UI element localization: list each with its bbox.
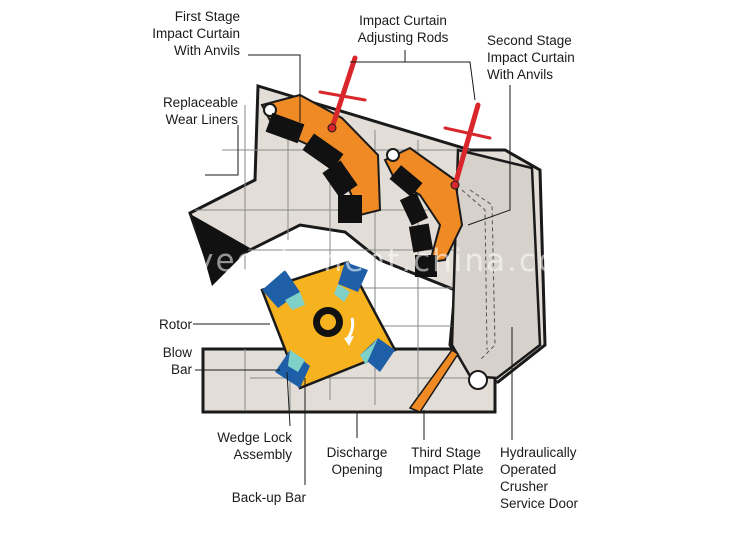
impact-curtain-adjusting-rods [318, 55, 492, 190]
label-second-stage-curtain: Second Stage Impact Curtain With Anvils [487, 33, 575, 82]
blow-bar [360, 338, 395, 372]
watermark: www.heavyequipment.china.com [20, 243, 592, 279]
blow-bar [338, 262, 368, 292]
label-rotor: Rotor [158, 317, 192, 332]
label-blow-bar: Blow Bar [162, 345, 192, 377]
wedge-lock [285, 292, 305, 310]
label-first-stage-curtain: First Stage Impact Curtain With Anvils [152, 9, 240, 58]
third-stage-impact-plate [408, 348, 460, 413]
anvil [338, 195, 362, 223]
wedge-lock [288, 350, 305, 372]
anvil [302, 133, 344, 171]
anvil [265, 112, 305, 144]
door-hinge [468, 370, 488, 390]
anvil [389, 165, 423, 197]
label-service-door: Hydraulically Operated Crusher Service D… [500, 445, 579, 511]
label-third-stage-impact-plate: Third Stage Impact Plate [408, 445, 484, 477]
anvil [399, 192, 429, 226]
label-backup-bar: Back-up Bar [231, 490, 306, 505]
wedge-lock [360, 338, 378, 365]
first-stage-impact-curtain [260, 93, 382, 223]
wedge-lock [334, 284, 350, 302]
rotor [260, 260, 397, 390]
label-adjusting-rods: Impact Curtain Adjusting Rods [357, 13, 449, 45]
label-discharge-opening: Discharge Opening [326, 445, 388, 477]
service-door [450, 148, 542, 390]
anvil [415, 255, 437, 277]
label-wear-liners: Replaceable Wear Liners [162, 95, 238, 127]
anvil [322, 160, 358, 198]
anvil [408, 223, 434, 253]
inlet-liner-plate [192, 215, 250, 286]
second-stage-impact-curtain [383, 146, 464, 277]
label-wedge-lock-assembly: Wedge Lock Assembly [217, 430, 292, 462]
leader-lines [193, 50, 513, 485]
rotation-arrow [346, 317, 355, 339]
